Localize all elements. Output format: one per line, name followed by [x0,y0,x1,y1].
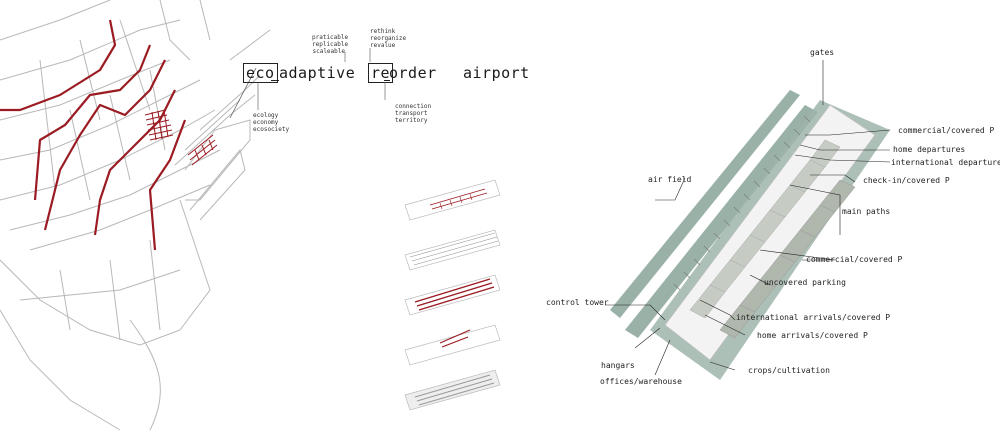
label-international-departures: international departures [891,158,1000,167]
title-order: order [389,64,437,82]
map-connector [229,67,257,119]
eco-notes: ecology economy ecosociety [253,112,290,133]
layer-4 [404,324,501,366]
label-home-arrivals: home arrivals/covered P [757,331,868,340]
label-control-tower: control tower [546,298,609,307]
layer-2 [404,229,501,271]
airport-axonometric [605,60,891,380]
title-airport: airport [463,64,530,82]
title-underscore-1 [271,80,279,81]
label-commercial-covered-top: commercial/covered P [898,126,995,135]
label-checkin-covered: check-in/covered P [863,176,950,185]
label-uncovered-parking: uncovered parking [764,278,846,287]
site-map [0,0,271,431]
layer-stack [404,179,501,411]
title-adaptive: adaptive [279,64,356,82]
label-air-field: air field [648,175,692,184]
label-crops-cultivation: crops/cultivation [748,366,830,375]
label-hangars: hangars [601,361,635,370]
title-eco: eco [243,63,278,83]
label-commercial-covered-mid: commercial/covered P [806,255,903,264]
layer-1 [404,179,501,221]
label-home-departures: home departures [893,145,966,154]
label-international-arrivals: international arrivals/covered P [736,313,891,322]
label-offices-warehouse: offices/warehouse [600,377,682,386]
runway-strip-1 [610,90,800,318]
title-connectors [257,48,386,110]
adaptive-notes: praticable replicable scaleable [312,34,349,55]
label-main-paths: main paths [842,207,891,216]
layer-5 [404,369,501,411]
title-re: re [368,63,394,83]
label-gates: gates [810,48,835,57]
title-underscore-2 [384,80,390,81]
runway-strip-2 [625,105,818,338]
layer-3 [404,274,501,316]
re-notes: rethink reorganize revalue [370,28,407,49]
order-notes: connection transport territory [395,103,432,124]
